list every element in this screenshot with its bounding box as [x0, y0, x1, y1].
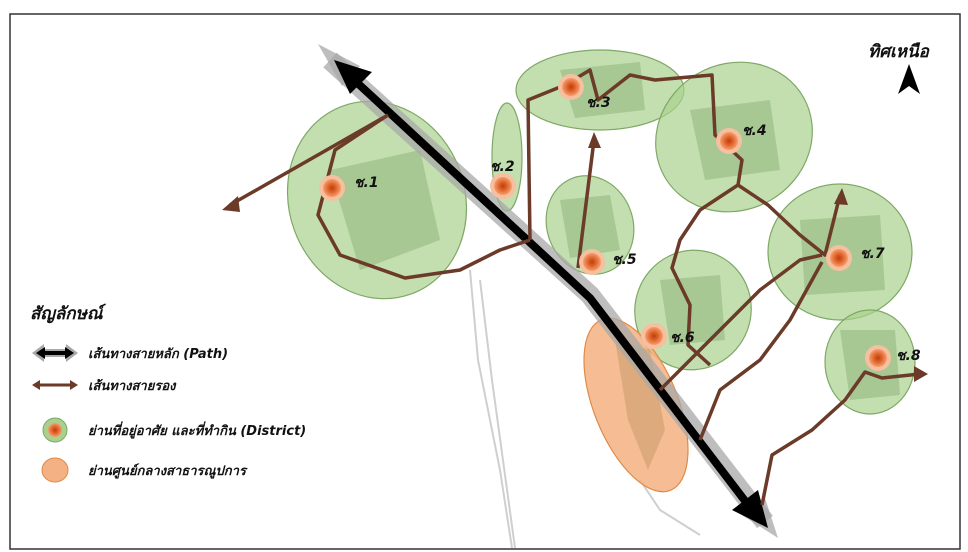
secondary-path-d4-d7	[737, 183, 842, 257]
north-arrow-icon	[898, 64, 920, 94]
legend-label-public-center: ย่านศูนย์กลางสาธารณูปการ	[88, 463, 246, 479]
public-center-ellipse-icon	[41, 457, 69, 483]
district-zone-5	[545, 175, 635, 275]
legend-item-secondary-path: เส้นทางสายรอง	[30, 372, 175, 398]
district-node-1	[319, 175, 345, 201]
secondary-path-d4-d6	[670, 183, 739, 367]
district-circle-icon	[42, 417, 68, 443]
district-label-2: ช.2	[490, 159, 515, 175]
legend-label-district: ย่านที่อยู่อาศัย และที่ทำกิน (District)	[88, 423, 307, 439]
legend-label-secondary-path: เส้นทางสายรอง	[88, 378, 176, 394]
secondary-path-d6-south	[698, 261, 824, 441]
district-labels: ช.1 ช.2 ช.3 ช.4 ช.5 ช.6 ช.7 ช.8	[354, 95, 921, 364]
district-label-4: ช.4	[742, 123, 767, 139]
secondary-path-arrow-icon	[32, 380, 78, 390]
secondary-path-d5-north	[576, 139, 596, 269]
main-path-head-se	[732, 490, 768, 528]
secondary-path-d6-diag	[658, 253, 823, 392]
district-node-2	[490, 173, 516, 199]
district-node-4	[716, 128, 742, 154]
legend-title: สัญลักษณ์	[30, 304, 103, 324]
district-label-8: ช.8	[896, 348, 921, 364]
district-label-7: ช.7	[860, 246, 885, 262]
legend-item-public-center: ย่านศูนย์กลางสาธารณูปการ	[30, 457, 246, 483]
district-nodes	[319, 74, 891, 371]
legend-item-district: ย่านที่อยู่อาศัย และที่ทำกิน (District)	[30, 417, 306, 443]
legend-item-main-path: เส้นทางสายหลัก (Path)	[30, 340, 228, 366]
district-node-6	[641, 323, 667, 349]
district-node-7	[826, 245, 852, 271]
secondary-path-d8	[760, 370, 921, 506]
district-label-3: ช.3	[586, 95, 611, 111]
district-label-6: ช.6	[670, 330, 695, 346]
secondary-path-heads	[222, 132, 928, 382]
secondary-path-d1-loop	[316, 113, 531, 280]
district-node-8	[865, 345, 891, 371]
main-path-arrow-icon	[32, 344, 78, 362]
district-label-1: ช.1	[354, 175, 379, 191]
base-roads	[469, 269, 701, 549]
north-label: ทิศเหนือ	[868, 42, 929, 62]
legend-label-main-path: เส้นทางสายหลัก (Path)	[88, 346, 229, 362]
district-node-3	[558, 74, 584, 100]
district-label-5: ช.5	[612, 252, 637, 268]
secondary-path-west	[229, 113, 389, 207]
main-path-head-nw	[334, 60, 372, 94]
district-node-5	[579, 249, 605, 275]
main-path	[318, 44, 778, 538]
